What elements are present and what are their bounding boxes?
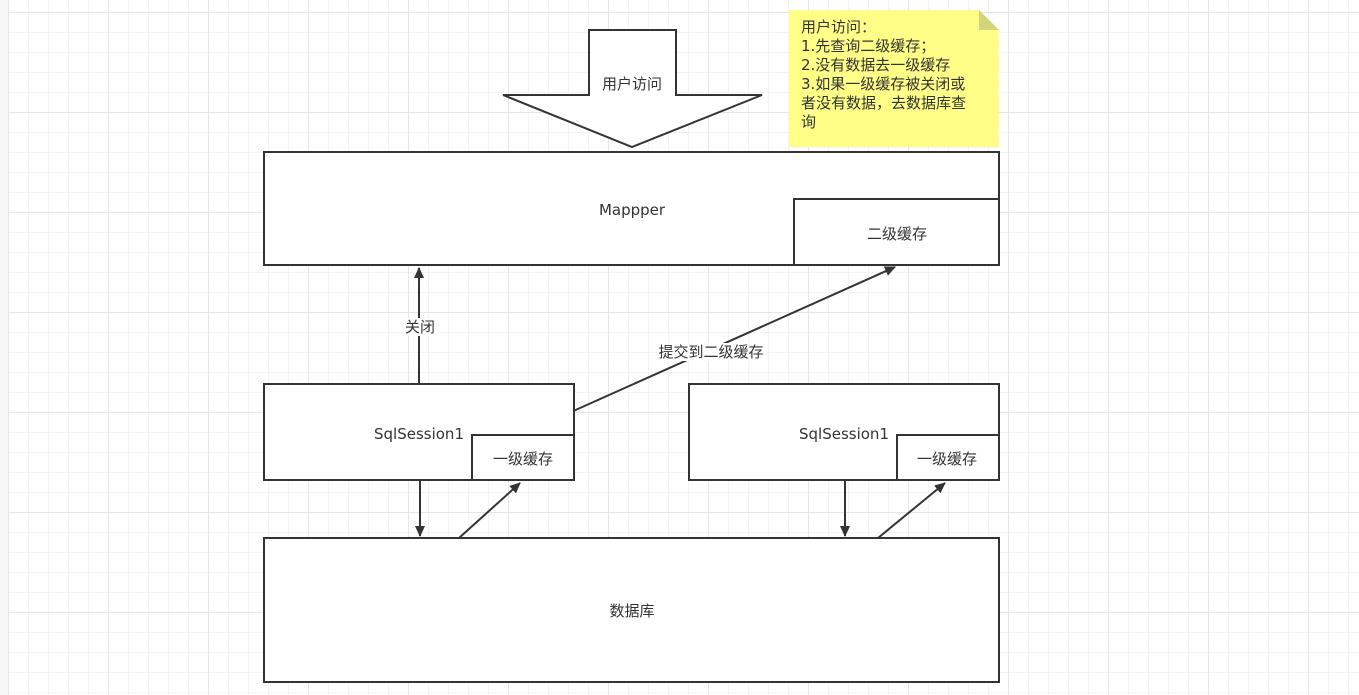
second-level-cache-label: 二级缓存 [866, 225, 928, 243]
sqlsession-right-title: SqlSession1 [799, 425, 889, 443]
user-access-label: 用户访问 [601, 75, 663, 93]
note-line: 用户访问： [801, 18, 877, 36]
note-line: 者没有数据，去数据库查 [801, 94, 967, 112]
first-level-cache-right-label: 一级缓存 [916, 450, 978, 468]
commit-label: 提交到二级缓存 [656, 343, 766, 361]
note-fold-icon [979, 10, 999, 30]
user-access-arrow-shape[interactable] [502, 29, 763, 149]
first-level-cache-left-box[interactable] [471, 434, 575, 481]
note-line: 2.没有数据去一级缓存 [801, 56, 951, 74]
note-line: 询 [801, 113, 817, 131]
scrollbar[interactable] [0, 0, 9, 695]
second-level-cache-box[interactable] [793, 198, 1000, 266]
first-level-cache-left-label: 一级缓存 [492, 450, 554, 468]
sqlsession-left-title: SqlSession1 [374, 425, 464, 443]
sticky-note[interactable]: 用户访问： 1.先查询二级缓存； 2.没有数据去一级缓存 3.如果一级缓存被关闭… [789, 10, 999, 147]
left-fill-edge[interactable] [458, 482, 521, 539]
note-text: 用户访问： 1.先查询二级缓存； 2.没有数据去一级缓存 3.如果一级缓存被关闭… [801, 18, 991, 132]
note-body [789, 10, 999, 147]
database-box[interactable] [263, 537, 1000, 683]
mapper-title: Mappper [598, 201, 666, 219]
sqlsession-right-box[interactable] [688, 383, 1000, 481]
close-label: 关闭 [402, 318, 438, 336]
note-line: 3.如果一级缓存被关闭或 [801, 75, 966, 93]
database-label: 数据库 [609, 602, 655, 620]
first-level-cache-right-box[interactable] [896, 434, 1000, 481]
right-fill-edge[interactable] [877, 482, 946, 539]
note-line: 1.先查询二级缓存； [801, 37, 936, 55]
